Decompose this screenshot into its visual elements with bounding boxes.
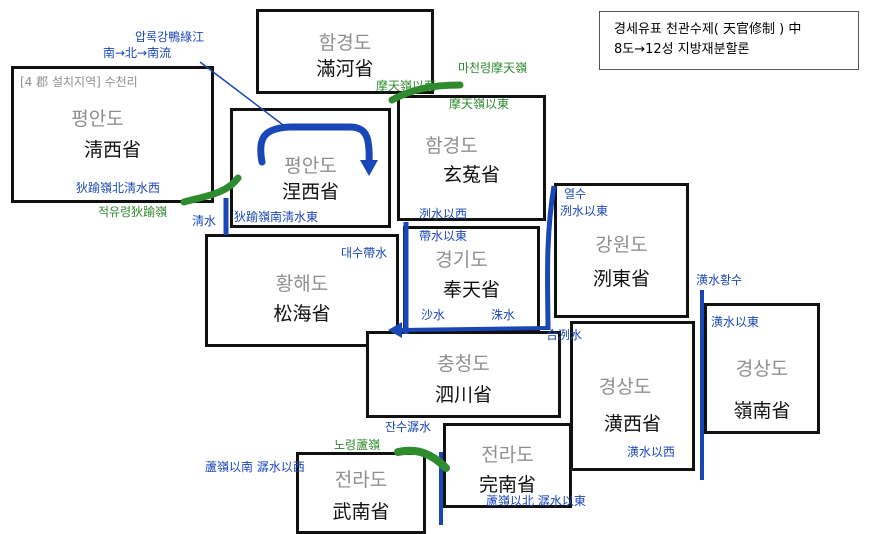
region-cn-name: 淸西省 — [83, 139, 141, 161]
title-line-2: 8도→12성 지방재분할론 — [614, 42, 750, 57]
region-cn-name: 玄菟省 — [442, 164, 500, 186]
label-macheon-ridge: 마천령摩天嶺 — [458, 61, 528, 75]
region-qingxi: [4 郡 설치지역] 수천리 평안도 淸西省 — [11, 66, 214, 203]
region-kr-name: 황해도 — [275, 273, 329, 295]
region-kr-name: 강원도 — [595, 234, 648, 256]
label-yeolsu: 열수 — [564, 187, 587, 201]
region-cn-name: 涅西省 — [281, 181, 339, 203]
region-note: [4 郡 설치지역] 수천리 — [20, 75, 138, 89]
region-fengtian: 경기도 奉天省 — [403, 226, 540, 331]
label-huang-west: 潢水以西 — [627, 445, 676, 459]
label-motian-east: 摩天嶺以東 — [449, 97, 510, 111]
label-daesu: 대수帶水 — [341, 246, 388, 260]
region-kr-name: 경상도 — [735, 358, 789, 380]
label-lieshui-east: 洌水以東 — [560, 204, 609, 218]
label-zhushui: 洙水 — [491, 308, 516, 322]
label-motian-west: 摩天嶺以西 — [376, 79, 437, 93]
region-kr-name: 함경도 — [318, 32, 372, 54]
label-jeokyu-ridge: 적유령狄踰嶺 — [98, 205, 168, 219]
label-amnok-flow: 南→北→南流 — [103, 46, 172, 60]
label-diyu-south: 狄踰嶺南淸水東 — [234, 210, 319, 224]
title-box: 경세유표 천관수제( 天官修制 ) 中 8도→12성 지방재분할론 — [599, 11, 859, 70]
label-jansu: 잔수潺水 — [385, 420, 432, 434]
label-luling-south: 蘆嶺以南 潺水以西 — [205, 460, 305, 474]
title-line-1: 경세유표 천관수제( 天官修制 ) 中 — [614, 22, 802, 37]
region-cn-name: 泗川省 — [434, 384, 492, 406]
region-kr-name: 경상도 — [598, 376, 652, 398]
region-wannan: 전라도 完南省 — [443, 423, 572, 508]
region-cn-name: 完南省 — [478, 474, 536, 496]
region-wunan: 전라도 武南省 — [296, 452, 426, 534]
region-kr-name: 전라도 — [334, 469, 388, 491]
region-sichuan: 충청도 泗川省 — [366, 331, 561, 418]
label-diyu-north: 狄踰嶺北淸水西 — [76, 181, 161, 195]
region-kr-name: 충청도 — [437, 353, 490, 375]
region-songhai: 황해도 松海省 — [205, 234, 399, 347]
label-hwangsu: 潢水황수 — [696, 273, 743, 287]
label-shashui: 沙水 — [421, 308, 446, 322]
label-luling-north: 蘆嶺以北 潺水以東 — [486, 494, 586, 508]
region-kr-name: 평안도 — [71, 108, 124, 130]
region-cn-name: 洌東省 — [592, 268, 650, 290]
region-cn-name: 嶺南省 — [733, 400, 791, 422]
label-daishui-east: 帶水以東 — [419, 229, 468, 243]
label-noryeong: 노령蘆嶺 — [334, 438, 381, 452]
region-huangxi: 경상도 潢西省 — [570, 321, 695, 471]
region-kr-name: 함경도 — [425, 135, 478, 157]
region-kr-name: 경기도 — [435, 249, 488, 271]
region-cn-name: 奉天省 — [442, 279, 500, 301]
region-cn-name: 潢西省 — [603, 413, 661, 435]
region-kr-name: 전라도 — [481, 444, 534, 466]
region-cn-name: 松海省 — [273, 303, 331, 325]
label-huang-east: 潢水以東 — [711, 315, 760, 329]
label-cheongsu: 淸水 — [192, 214, 217, 228]
region-xuantu: 함경도 玄菟省 — [397, 95, 546, 221]
region-lingnan: 경상도 嶺南省 — [704, 303, 820, 434]
region-cn-name: 武南省 — [332, 501, 390, 523]
label-he-lieshui: 合洌水 — [546, 328, 583, 342]
region-cn-name: 滿河省 — [316, 58, 374, 80]
label-lieshui-west: 洌水以西 — [419, 207, 468, 221]
label-amnok-river: 압록강鴨綠江 — [135, 30, 205, 44]
